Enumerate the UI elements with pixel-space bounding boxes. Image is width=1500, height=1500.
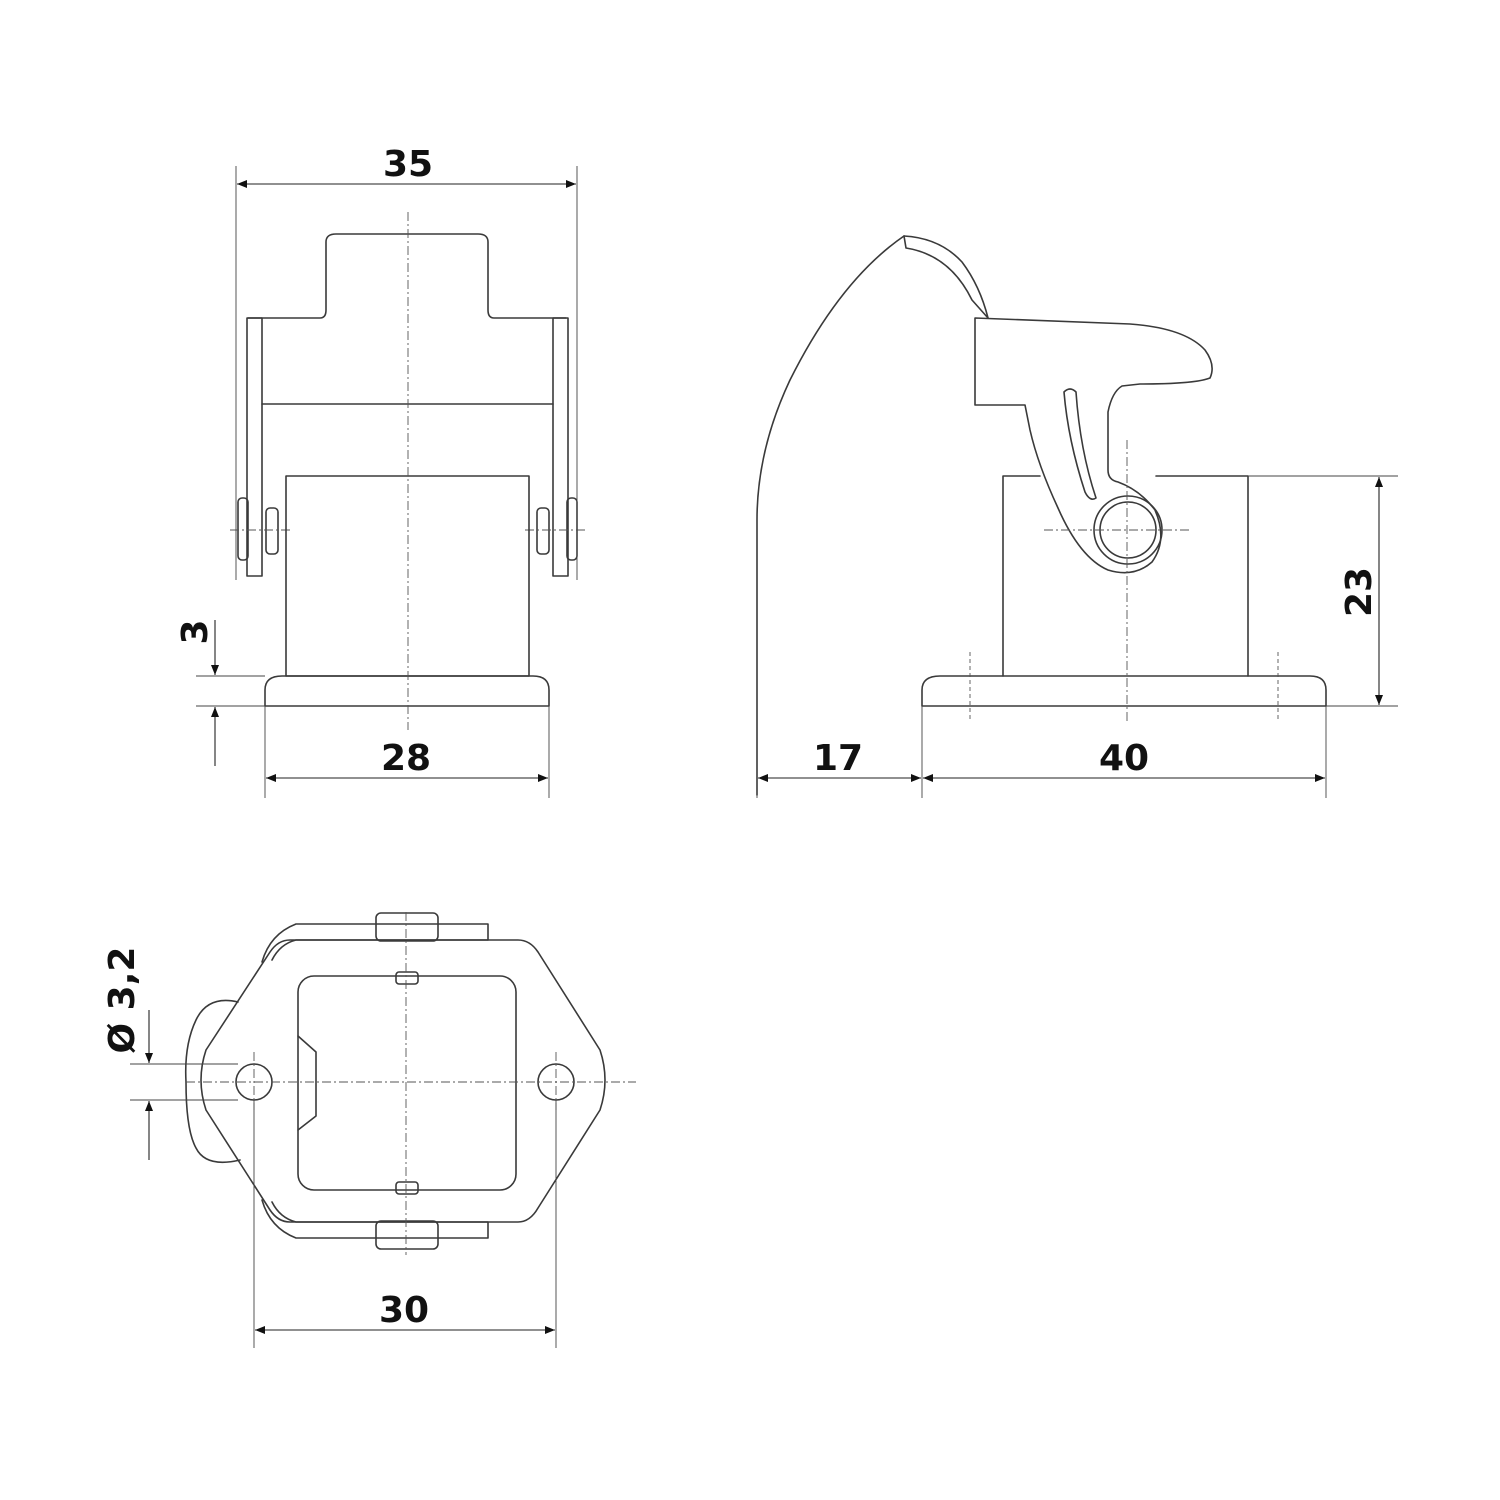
dim-bottom-hole-spacing-label: 30 [379,1290,429,1331]
dim-front-base-height-label: 3 [175,619,216,644]
bottom-inner-opening [297,975,517,1191]
bottom-lever-bottom [261,1199,489,1239]
side-body [1002,475,1249,677]
side-hood-curve [756,235,905,796]
front-left-pin [265,507,279,555]
dim-front-base-height: 3 [175,619,265,766]
front-right-pin [536,507,550,555]
dim-side-height: 23 [1248,475,1398,707]
front-left-lever [246,317,263,577]
dim-side-overhang-label: 17 [813,738,863,779]
side-lever [974,317,1213,574]
bottom-pin-top [375,912,439,942]
dim-side-base-length-label: 40 [1099,738,1149,779]
side-hood-lip [903,235,989,319]
dim-front-base-width: 28 [264,706,550,798]
dim-front-base-width-label: 28 [381,738,431,779]
front-right-lever [552,317,569,577]
bottom-flange-plate [200,939,606,1223]
front-body [285,475,530,677]
dim-bottom-hole-diameter-label: Ø 3,2 [102,947,143,1054]
bottom-pin-bottom [375,1220,439,1250]
front-view [230,212,585,730]
side-lever-slot [1063,388,1097,500]
dim-front-width: 35 [235,144,578,580]
dim-front-width-label: 35 [383,144,433,185]
side-hood-top [903,235,989,319]
bottom-hood-outline [184,999,241,1164]
front-left-pivot [237,497,249,561]
side-base-flange [921,675,1327,707]
side-view [756,235,1327,796]
side-pivot-outer [1093,495,1163,565]
front-base-flange [264,675,550,707]
bottom-view [184,912,636,1255]
dim-side-horizontal: 17 40 [756,706,1327,798]
bottom-tab-bottom [395,1181,419,1195]
dim-side-height-label: 23 [1339,567,1380,617]
bottom-inner-latch [297,1035,317,1131]
dim-bottom-hole-spacing: 30 [253,1100,557,1348]
bottom-lever-top [261,923,489,963]
front-housing-cap [247,233,567,319]
dim-bottom-hole-diameter: Ø 3,2 [102,947,238,1160]
bottom-tab-top [395,971,419,985]
